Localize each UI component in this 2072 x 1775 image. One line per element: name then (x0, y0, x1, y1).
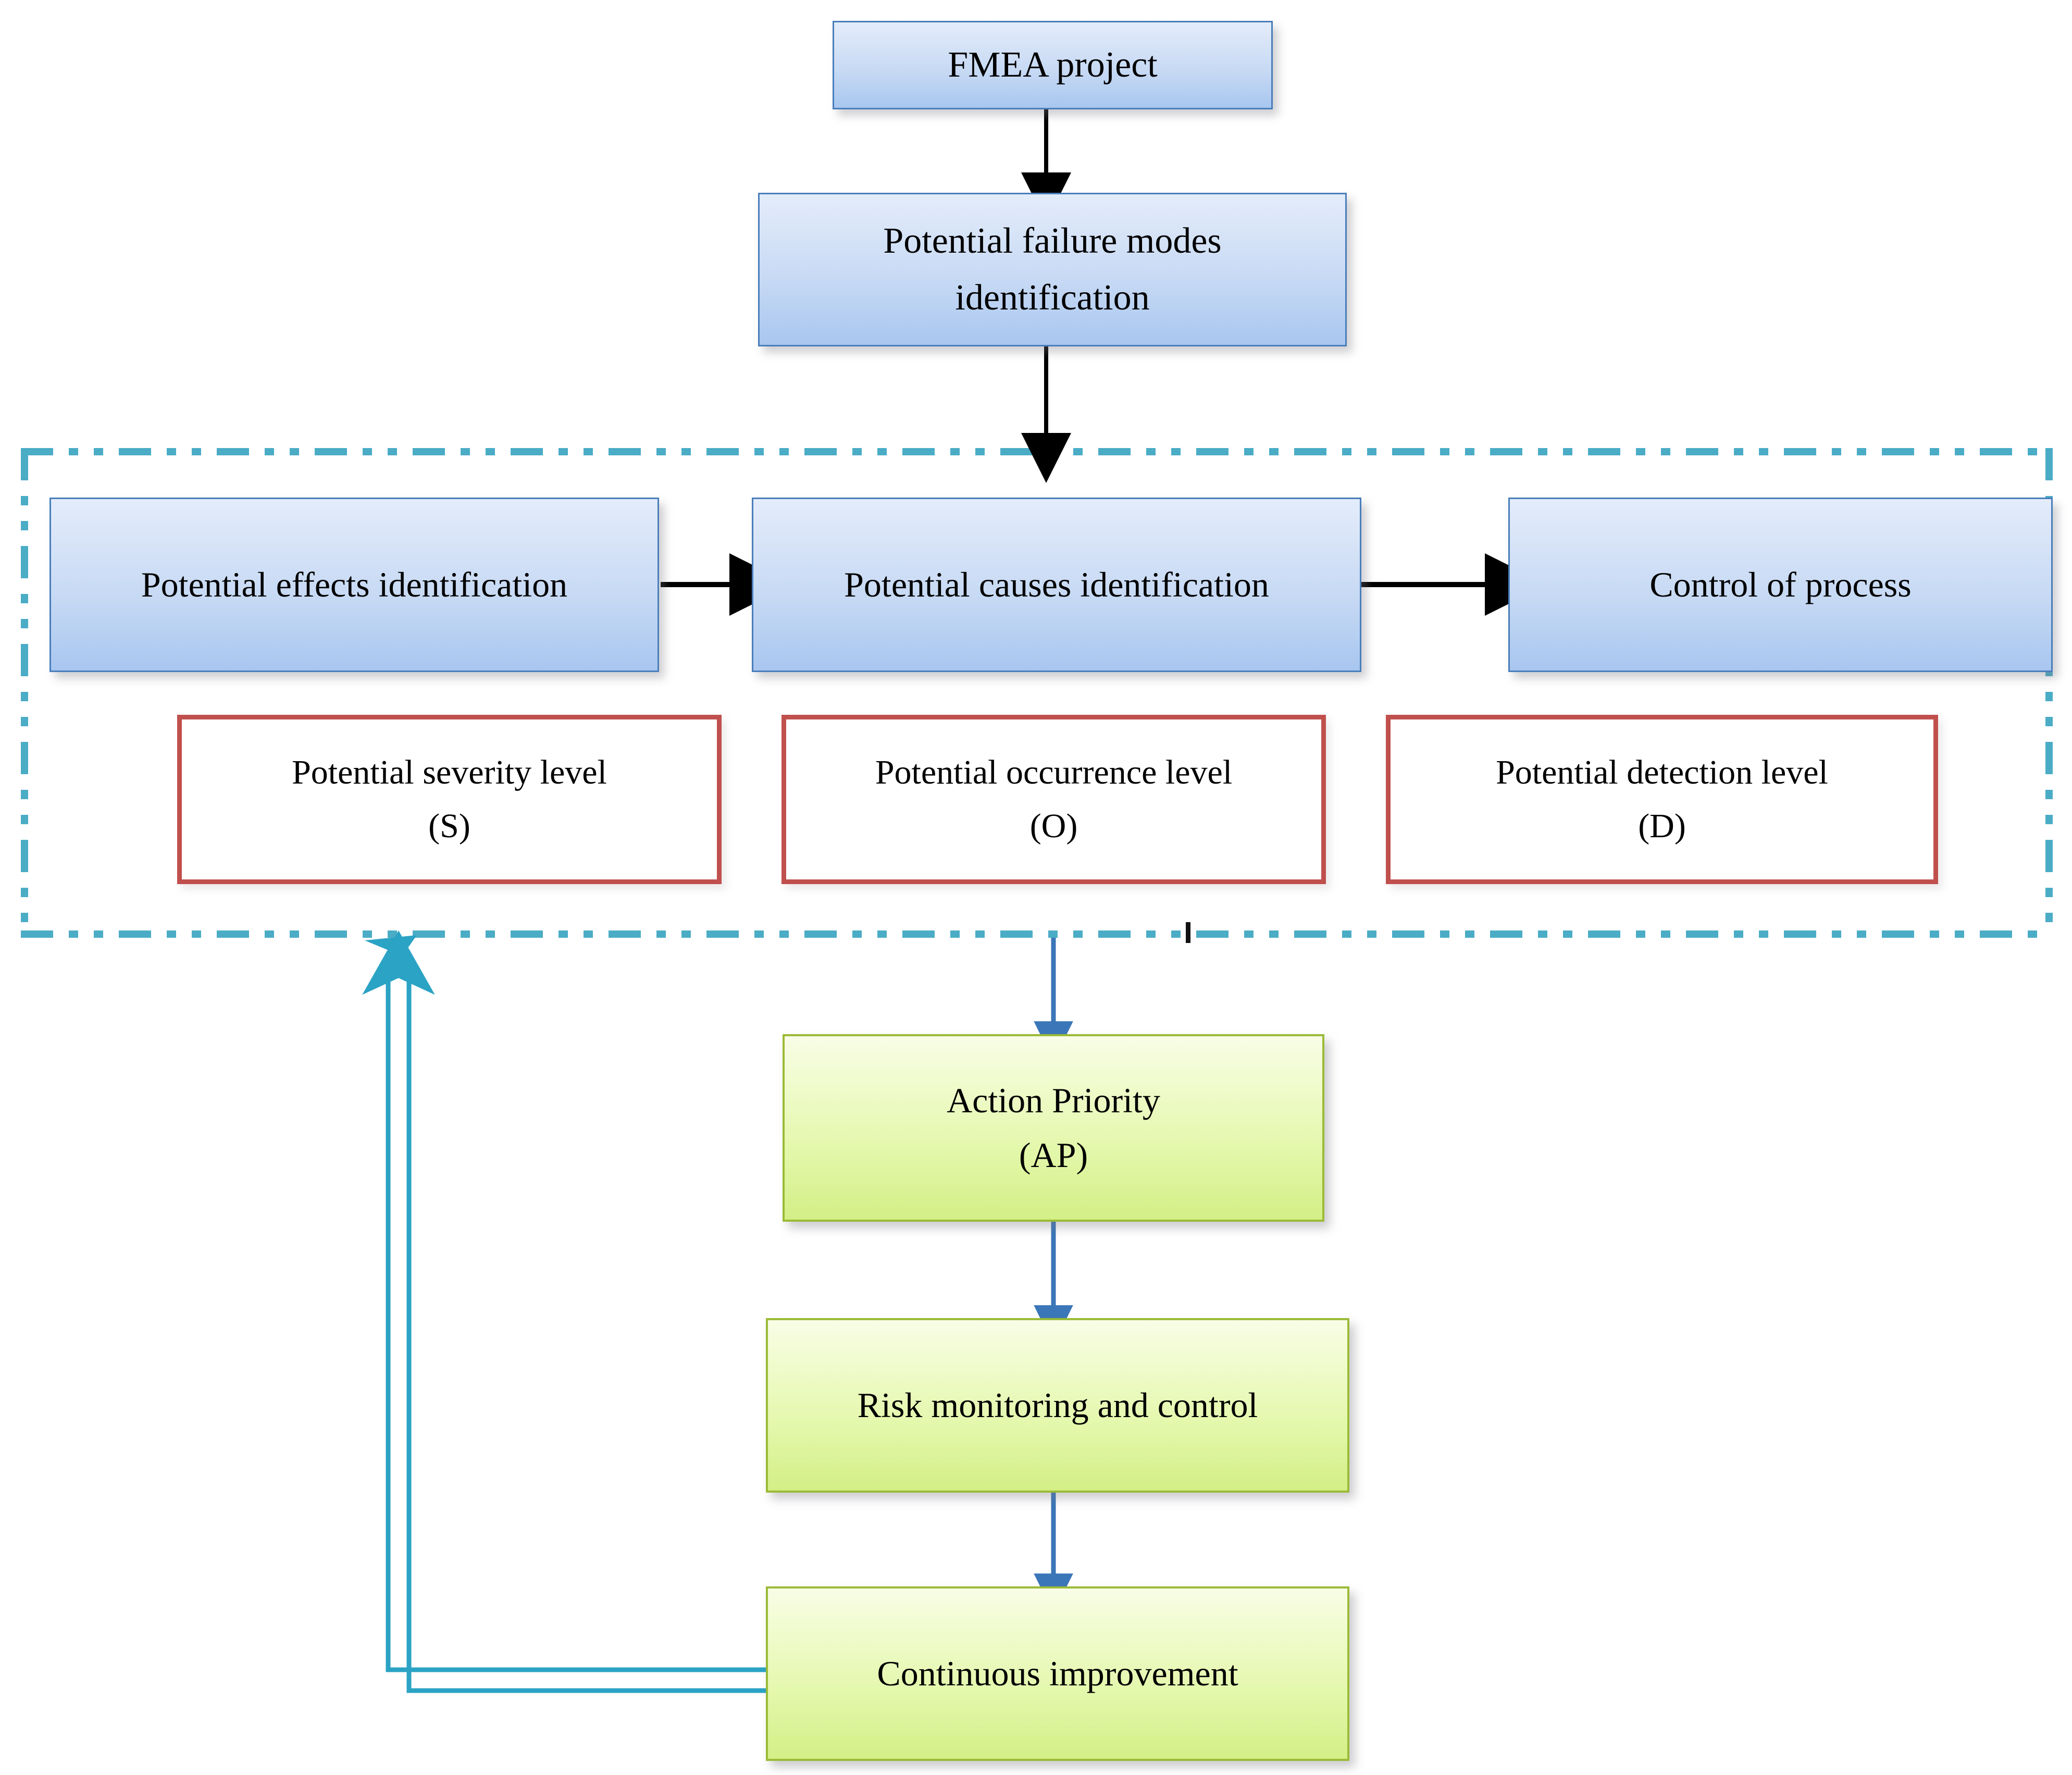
node-failure-modes-label-line1: Potential failure modes (883, 221, 1222, 261)
node-risk-monitoring-label: Risk monitoring and control (857, 1385, 1258, 1425)
node-potential-effects-label: Potential effects identification (141, 564, 568, 604)
edge-feedback-loop (386, 974, 766, 1693)
node-action-priority[interactable]: Action Priority (AP) (783, 1034, 1324, 1222)
node-severity-label-line2: (S) (428, 806, 470, 845)
edge-feedback-loop-arrowhead (362, 930, 435, 995)
node-potential-causes-label: Potential causes identification (844, 564, 1269, 604)
node-detection-label-line2: (D) (1638, 806, 1686, 845)
node-risk-monitoring-and-control[interactable]: Risk monitoring and control (766, 1318, 1349, 1493)
node-detection-label-line1: Potential detection level (1496, 753, 1828, 792)
node-continuous-improvement-label: Continuous improvement (877, 1653, 1238, 1693)
node-control-of-process[interactable]: Control of process (1508, 498, 2053, 672)
node-failure-modes-label-line2: identification (955, 277, 1150, 318)
node-potential-severity-level[interactable]: Potential severity level (S) (177, 715, 722, 884)
node-potential-detection-level[interactable]: Potential detection level (D) (1386, 715, 1938, 884)
node-potential-effects-identification[interactable]: Potential effects identification (49, 498, 659, 672)
node-action-priority-label-line1: Action Priority (947, 1080, 1160, 1120)
border-tick-mark (1186, 922, 1190, 943)
node-control-of-process-label: Control of process (1649, 564, 1912, 604)
node-continuous-improvement[interactable]: Continuous improvement (766, 1586, 1349, 1761)
node-failure-modes[interactable]: Potential failure modes identification (758, 193, 1347, 346)
node-occurrence-label-line2: (O) (1029, 806, 1078, 845)
node-potential-causes-identification[interactable]: Potential causes identification (752, 498, 1361, 672)
node-fmea-project[interactable]: FMEA project (833, 21, 1273, 109)
node-severity-label-line1: Potential severity level (292, 753, 607, 792)
node-fmea-project-label: FMEA project (948, 44, 1158, 85)
node-potential-occurrence-level[interactable]: Potential occurrence level (O) (781, 715, 1326, 884)
edge-feedback-loop-arrow-flick (365, 935, 417, 956)
node-action-priority-label-line2: (AP) (1019, 1135, 1088, 1175)
node-occurrence-label-line1: Potential occurrence level (875, 753, 1233, 792)
